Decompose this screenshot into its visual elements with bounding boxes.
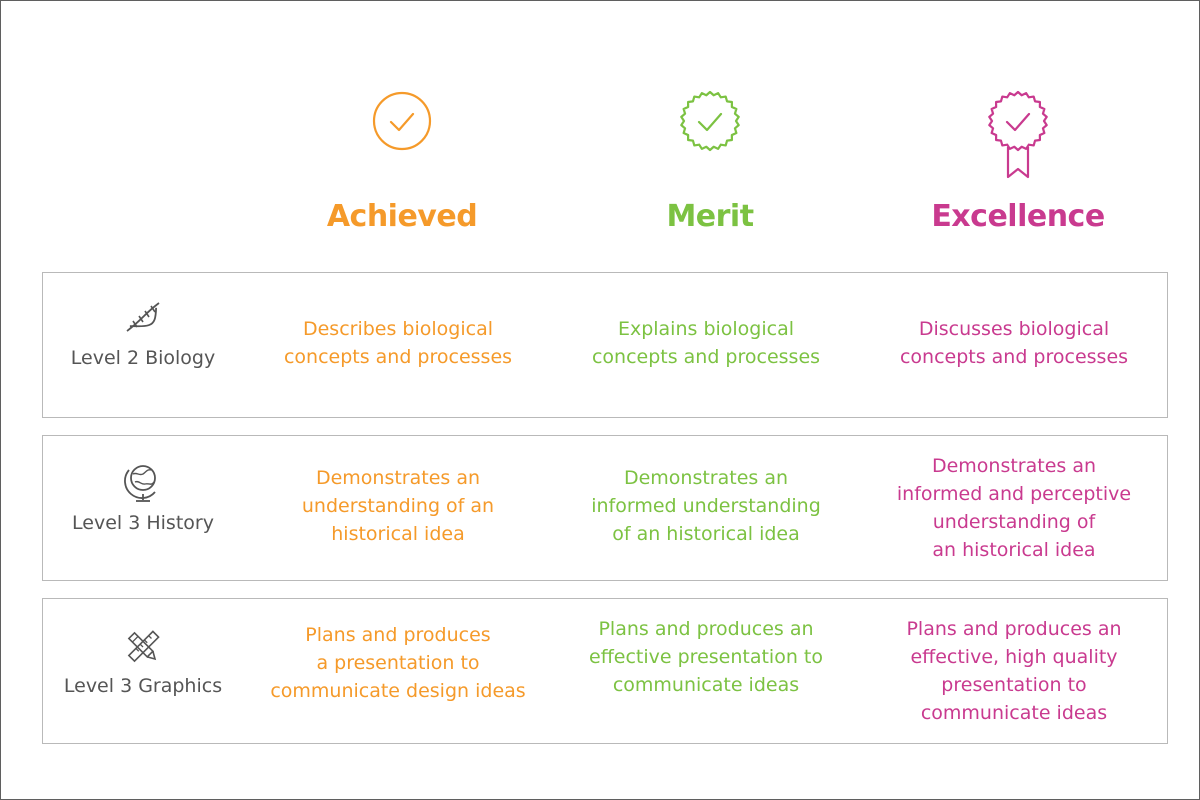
biology-excellence: Discusses biological concepts and proces…: [899, 318, 1129, 368]
check-circle-icon: [372, 91, 432, 151]
subject-graphics: Level 3 Graphics: [43, 627, 243, 697]
graphics-excellence: Plans and produces an effective, high qu…: [906, 618, 1122, 724]
excellence-header: [868, 89, 1168, 185]
subject-label: Level 2 Biology: [70, 347, 216, 369]
award-ribbon-icon: [988, 90, 1048, 179]
globe-icon: [124, 465, 156, 502]
graphics-merit: Plans and produces an effective presenta…: [589, 618, 823, 696]
achieved-header: [252, 89, 552, 153]
dna-icon: [126, 302, 160, 332]
table-row: Level 3 History Demonstrates an understa…: [42, 435, 1168, 581]
table-row: Level 2 Biology Describes biological con…: [42, 272, 1168, 418]
biology-achieved: Describes biological concepts and proces…: [283, 318, 513, 368]
biology-merit: Explains biological concepts and process…: [591, 318, 821, 368]
excellence-title: Excellence: [931, 199, 1105, 234]
subject-label: Level 3 Graphics: [63, 675, 223, 697]
merit-header: [560, 89, 860, 153]
table-row: Level 3 Graphics Plans and produces a pr…: [42, 598, 1168, 744]
graphics-achieved: Plans and produces a presentation to com…: [270, 624, 526, 702]
subject-biology: Level 2 Biology: [43, 295, 243, 369]
check-badge-icon: [680, 90, 740, 152]
subject-label: Level 3 History: [72, 512, 214, 534]
achieved-title: Achieved: [326, 199, 478, 234]
subject-history: Level 3 History: [43, 460, 243, 534]
pencil-ruler-icon: [127, 630, 160, 663]
history-achieved: Demonstrates an understanding of an hist…: [301, 467, 495, 545]
history-excellence: Demonstrates an informed and perceptive …: [896, 455, 1132, 561]
history-merit: Demonstrates an informed understanding o…: [591, 467, 821, 545]
merit-title: Merit: [666, 199, 754, 234]
